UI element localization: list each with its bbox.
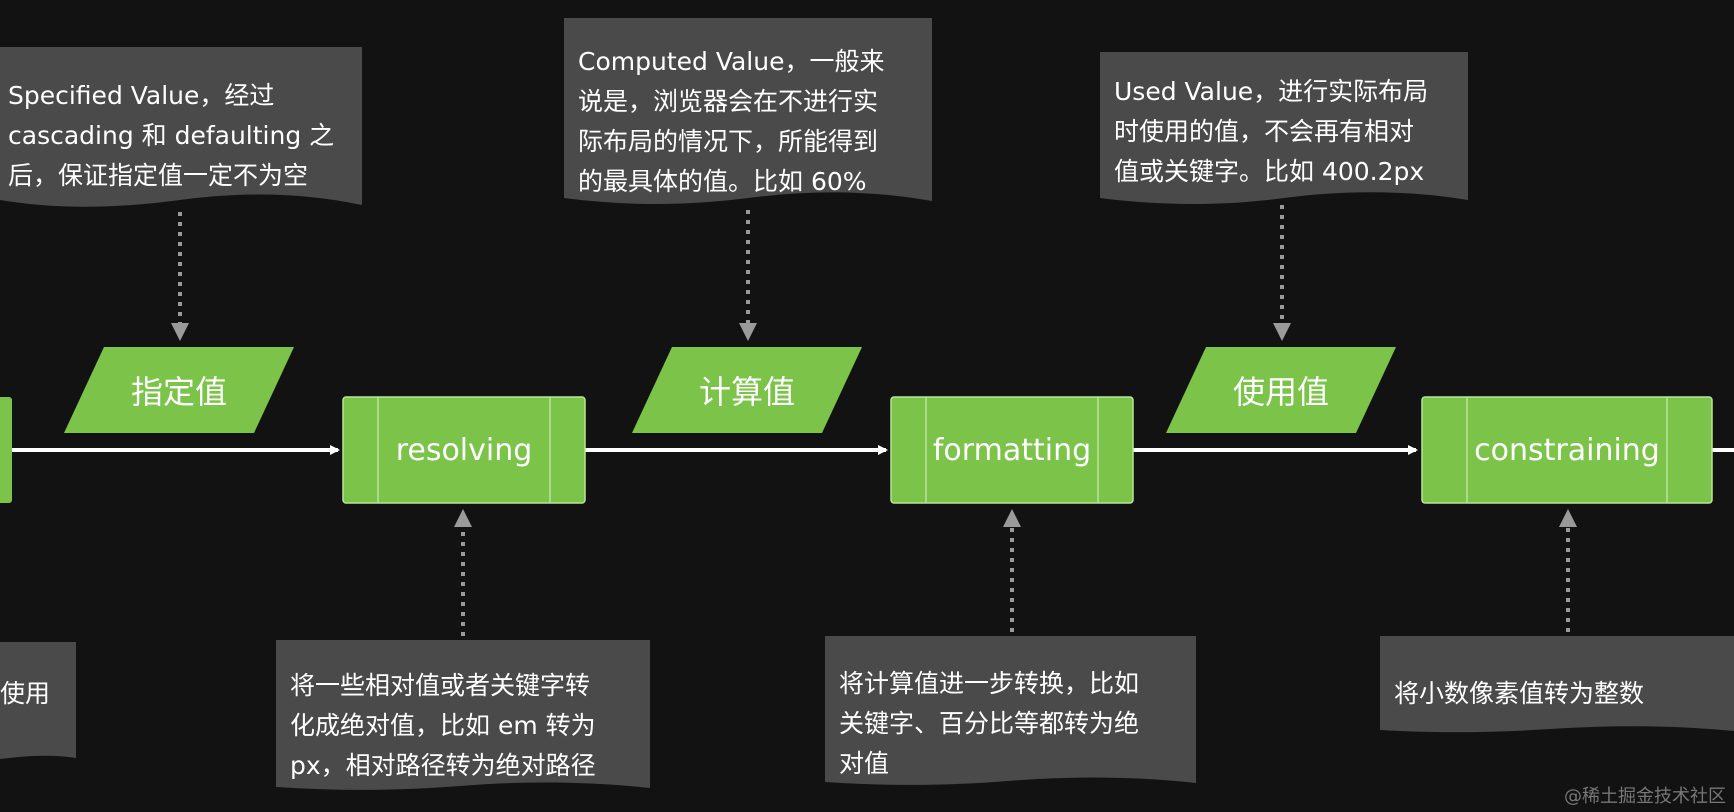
process-label-constraining: constraining <box>1474 432 1660 468</box>
note-bg-left-partial <box>0 642 76 759</box>
note-used-value: Used Value，进行实际布局 时使用的值，不会再有相对 值或关键字。比如 … <box>1114 77 1429 186</box>
watermark: @稀土掘金技术社区 <box>1564 786 1726 807</box>
value-shape-specified <box>64 347 294 433</box>
note-bg-resolving-desc <box>276 640 650 790</box>
note-formatting-desc: 将计算值进一步转换，比如 关键字、百分比等都转为绝 对值 <box>839 669 1140 778</box>
value-shape-computed <box>632 347 862 433</box>
value-label-specified: 指定值 <box>130 373 227 411</box>
process-box-resolving <box>342 396 586 504</box>
value-label-used: 使用值 <box>1232 373 1329 411</box>
note-constraining-desc: 将小数像素值转为整数 <box>1394 679 1645 708</box>
note-left-partial: 使用 <box>0 679 51 708</box>
note-specified-value: Specified Value，经过 cascading 和 defaultin… <box>8 81 335 190</box>
process-label-resolving: resolving <box>395 432 533 468</box>
note-computed-value: Computed Value，一般来 说是，浏览器会在不进行实 际布局的情况下，… <box>578 47 885 196</box>
process-box-constraining <box>1421 396 1713 504</box>
process-box-partial <box>0 397 12 503</box>
note-bg-formatting-desc <box>825 636 1196 785</box>
note-bg-computed <box>564 18 932 204</box>
process-label-formatting: formatting <box>932 432 1092 468</box>
note-resolving-desc: 将一些相对值或者关键字转 化成绝对值，比如 em 转为 px，相对路径转为绝对路… <box>290 671 596 780</box>
note-bg-specified <box>0 47 362 207</box>
note-bg-constraining-desc <box>1380 636 1734 733</box>
note-bg-used <box>1100 52 1468 204</box>
process-box-formatting <box>890 396 1134 504</box>
value-shape-used <box>1166 347 1396 433</box>
value-label-computed: 计算值 <box>698 373 795 411</box>
